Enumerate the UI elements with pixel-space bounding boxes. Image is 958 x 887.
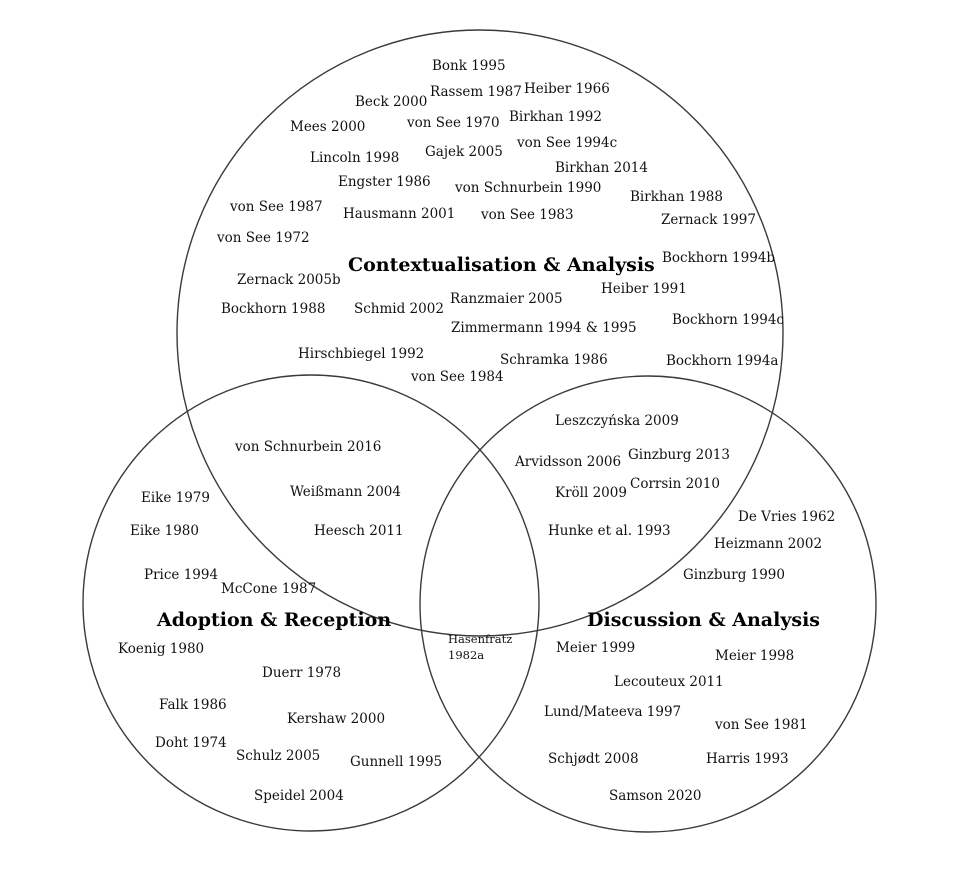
ref-label: Zernack 1997 [661,212,756,228]
ref-label: von Schnurbein 2016 [234,439,381,455]
ref-label: Mees 2000 [290,119,365,135]
ref-label: Hunke et al. 1993 [548,523,671,539]
ref-label: von See 1983 [480,207,574,223]
ref-label: De Vries 1962 [738,509,835,525]
ref-label: Schramka 1986 [500,352,608,368]
ref-label: Duerr 1978 [262,665,341,681]
ref-label: Hasenfratz [448,632,512,646]
ref-label: von See 1981 [714,717,808,733]
ref-label: Price 1994 [144,567,218,583]
ref-label: McCone 1987 [221,581,316,597]
ref-label: Zimmermann 1994 & 1995 [451,320,637,336]
ref-label: Engster 1986 [338,174,431,190]
ref-label: Hausmann 2001 [343,206,455,222]
ref-label: Samson 2020 [609,788,702,804]
ref-label: Speidel 2004 [254,788,344,804]
ref-label: Heesch 2011 [314,523,404,539]
ref-label: Beck 2000 [355,94,427,110]
set-title-discussion: Discussion & Analysis [587,609,820,631]
ref-label: Falk 1986 [159,697,227,713]
ref-label: Gunnell 1995 [350,754,442,770]
ref-label: Birkhan 1988 [630,189,723,205]
ref-label: Heiber 1991 [601,281,687,297]
ref-label: Birkhan 1992 [509,109,602,125]
ref-label: Schjødt 2008 [548,751,639,767]
ref-label: Gajek 2005 [425,144,503,160]
ref-label: Heizmann 2002 [714,536,822,552]
ref-label: Lincoln 1998 [310,150,399,166]
ref-label: Rassem 1987 [430,84,522,100]
ref-label: Doht 1974 [155,735,227,751]
ref-label: Lecouteux 2011 [614,674,724,690]
ref-label: Meier 1999 [556,640,635,656]
ref-label: von See 1987 [229,199,323,215]
ref-label: Schmid 2002 [354,301,444,317]
ref-label: Leszczyńska 2009 [555,413,679,429]
ref-label: Weißmann 2004 [290,484,401,500]
ref-label: Kröll 2009 [555,485,627,501]
ref-label: Heiber 1966 [524,81,610,97]
ref-label: von See 1972 [216,230,310,246]
ref-label: von See 1994c [516,135,617,151]
circle-discussion [419,375,877,833]
ref-label: von See 1970 [406,115,500,131]
ref-label: Kershaw 2000 [287,711,385,727]
ref-label: Ginzburg 1990 [683,567,785,583]
circle-adoption [82,374,540,832]
ref-label: Eike 1979 [141,490,210,506]
ref-label: Harris 1993 [706,751,789,767]
ref-label: Bonk 1995 [432,58,506,74]
ref-label: Arvidsson 2006 [514,454,621,470]
ref-label: Birkhan 2014 [555,160,648,176]
ref-label: Ranzmaier 2005 [450,291,563,307]
ref-label: Ginzburg 2013 [628,447,730,463]
ref-label: Meier 1998 [715,648,794,664]
ref-label: Zernack 2005b [237,272,341,288]
circle-contextualisation [176,29,784,637]
ref-label: von Schnurbein 1990 [454,180,601,196]
ref-label: 1982a [448,648,484,662]
ref-label: Bockhorn 1994b [662,250,775,266]
ref-label: Schulz 2005 [236,748,320,764]
ref-label: Hirschbiegel 1992 [298,346,424,362]
ref-label: von See 1984 [410,369,504,385]
ref-label: Eike 1980 [130,523,199,539]
set-title-contextualisation: Contextualisation & Analysis [348,254,655,276]
ref-label: Corrsin 2010 [630,476,720,492]
ref-label: Koenig 1980 [118,641,204,657]
ref-label: Lund/Mateeva 1997 [544,704,681,720]
ref-label: Bockhorn 1988 [221,301,325,317]
set-title-adoption: Adoption & Reception [156,609,391,631]
ref-label: Bockhorn 1994a [666,353,778,369]
ref-label: Bockhorn 1994c [672,312,784,328]
